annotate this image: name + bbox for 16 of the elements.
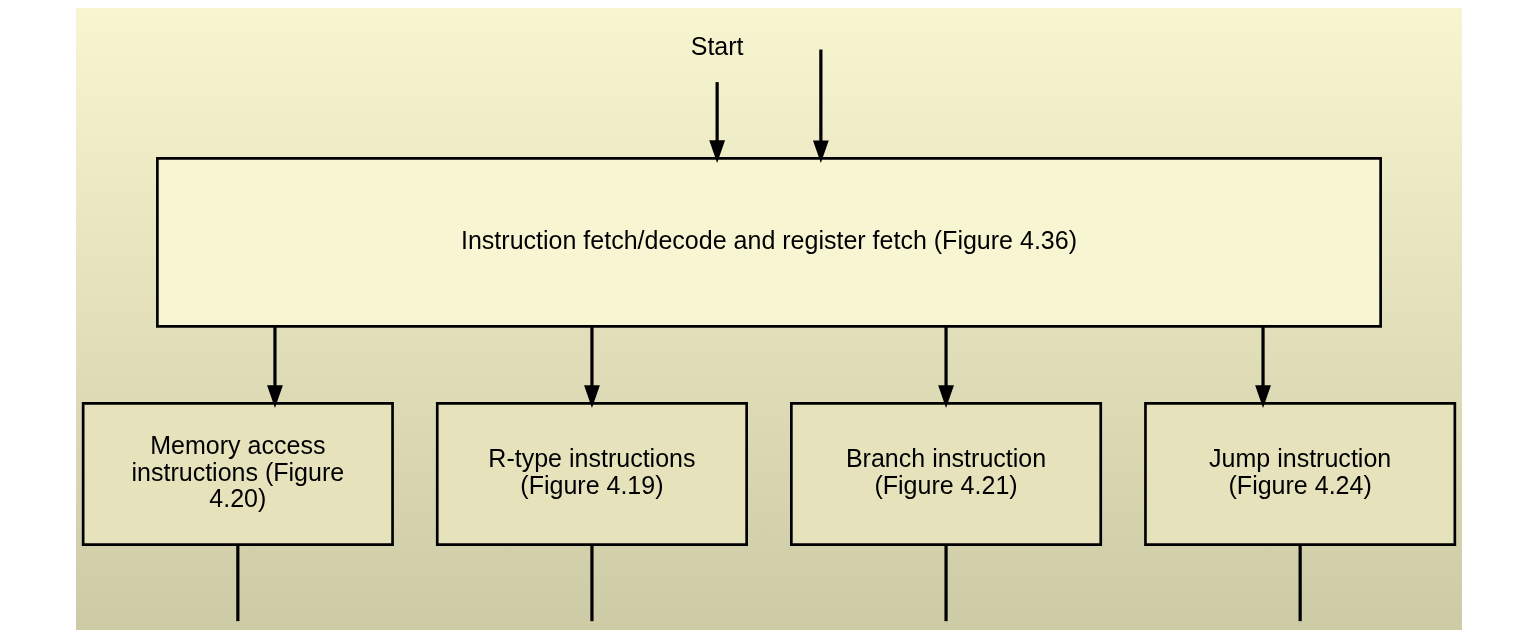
node-box: R-type instructions (Figure 4.19) <box>435 401 748 546</box>
connector <box>943 545 948 622</box>
arrow <box>812 49 829 163</box>
arrow <box>937 326 954 408</box>
node-text: Start <box>690 31 744 60</box>
connector <box>235 545 239 622</box>
arrow <box>266 326 283 408</box>
node-box: Jump instruction (Figure 4.24) <box>1143 401 1456 546</box>
arrow <box>583 326 600 408</box>
arrow <box>708 82 725 163</box>
connector <box>1298 545 1302 622</box>
arrow <box>1254 326 1271 408</box>
node-box: Instruction fetch/decode and register fetch (Figure 4.36) <box>155 156 1382 328</box>
connector <box>589 545 594 622</box>
node-box: Branch instruction (Figure 4.21) <box>789 401 1102 546</box>
node-box: Memory access instructions (Figure 4.20) <box>81 401 394 546</box>
